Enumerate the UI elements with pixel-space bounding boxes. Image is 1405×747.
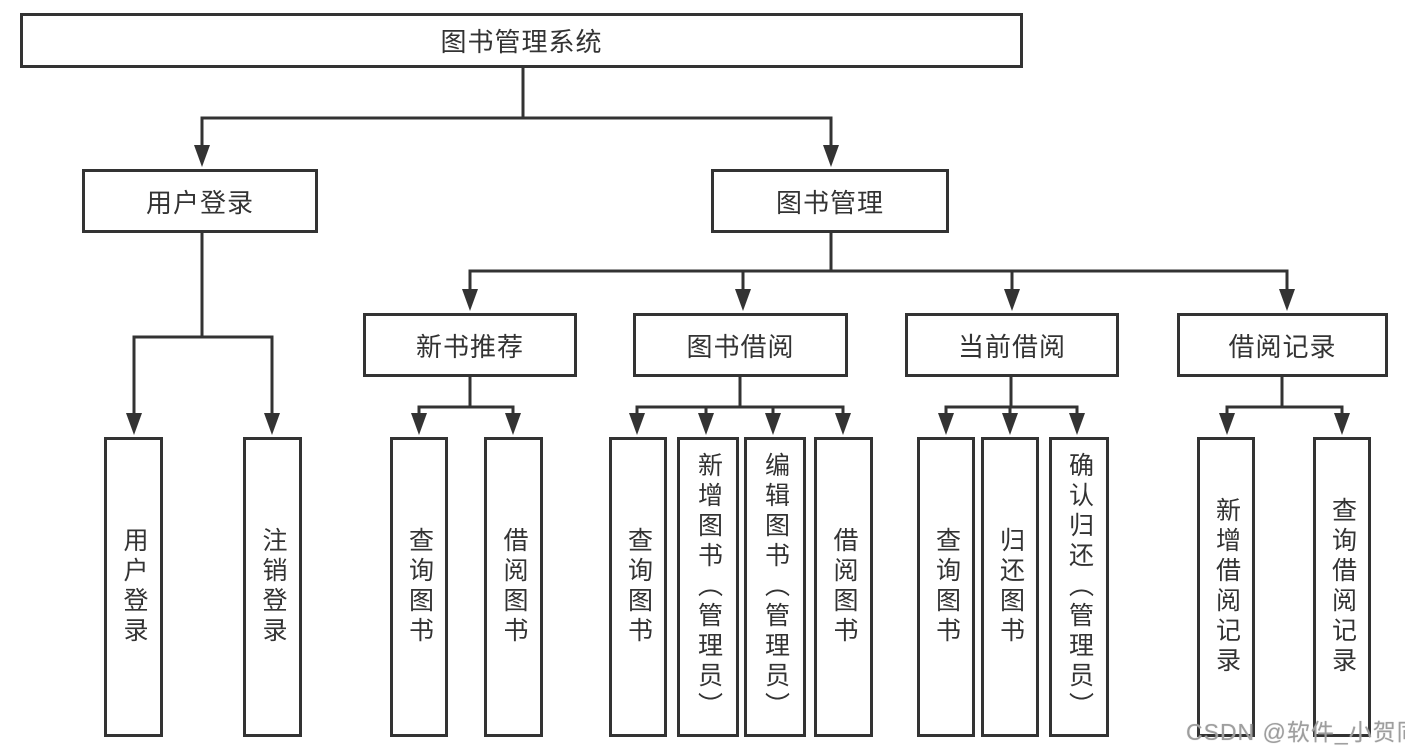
node-current-borrow: 当前借阅 <box>905 313 1119 377</box>
leaf-logout-login: 注销登录 <box>243 437 302 737</box>
node-label: 查询图书 <box>405 527 434 647</box>
node-root-system: 图书管理系统 <box>20 13 1023 68</box>
leaf-borrow-book-recommend: 借阅图书 <box>484 437 543 737</box>
leaf-query-borrow-record: 查询借阅记录 <box>1313 437 1371 737</box>
connector-book-mgmt-children <box>462 231 1295 311</box>
node-label: 注销登录 <box>259 527 287 647</box>
node-label: 用户登录 <box>145 187 254 218</box>
node-label: 图书管理系统 <box>440 27 603 57</box>
csdn-watermark: CSDN @软件_小贺同学 <box>1186 719 1405 745</box>
connector-book-borrow-children <box>629 375 851 435</box>
node-label: 新书推荐 <box>415 331 524 362</box>
node-label: 归还图书 <box>996 527 1025 647</box>
leaf-add-book-admin: 新增图书（管理员） <box>677 437 739 737</box>
leaf-user-login: 用户登录 <box>104 437 163 737</box>
node-new-book-recommend: 新书推荐 <box>363 313 577 377</box>
node-label: 图书管理 <box>775 187 884 218</box>
node-label: 确认归还（管理员） <box>1065 452 1094 722</box>
node-label: 用户登录 <box>120 527 148 647</box>
node-label: 当前借阅 <box>957 331 1066 362</box>
leaf-query-book-current: 查询图书 <box>917 437 975 737</box>
node-label: 借阅图书 <box>830 527 858 647</box>
connector-user-login-children <box>126 231 280 435</box>
leaf-query-book-borrow: 查询图书 <box>609 437 667 737</box>
node-label: 编辑图书（管理员） <box>761 452 790 722</box>
node-user-login: 用户登录 <box>82 169 318 233</box>
node-book-management: 图书管理 <box>711 169 949 233</box>
node-label: 图书借阅 <box>686 331 795 362</box>
node-label: 新增借阅记录 <box>1212 497 1241 677</box>
node-label: 借阅记录 <box>1228 331 1337 362</box>
node-label: 查询图书 <box>932 527 961 647</box>
connector-current-borrow-children <box>938 375 1085 435</box>
leaf-edit-book-admin: 编辑图书（管理员） <box>744 437 806 737</box>
node-borrow-records: 借阅记录 <box>1177 313 1388 377</box>
node-label: 新增图书（管理员） <box>694 452 723 722</box>
leaf-return-book: 归还图书 <box>981 437 1039 737</box>
node-label: 查询图书 <box>624 527 653 647</box>
leaf-borrow-book: 借阅图书 <box>814 437 873 737</box>
node-book-borrow: 图书借阅 <box>633 313 848 377</box>
connector-borrow-records-children <box>1219 375 1350 435</box>
node-label: 借阅图书 <box>500 527 528 647</box>
node-label: 查询借阅记录 <box>1328 497 1357 677</box>
leaf-add-borrow-record: 新增借阅记录 <box>1197 437 1255 737</box>
connector-root-to-level2 <box>194 64 839 167</box>
leaf-query-book-recommend: 查询图书 <box>390 437 448 737</box>
leaf-confirm-return-admin: 确认归还（管理员） <box>1049 437 1109 737</box>
connector-new-book-children <box>411 375 521 435</box>
